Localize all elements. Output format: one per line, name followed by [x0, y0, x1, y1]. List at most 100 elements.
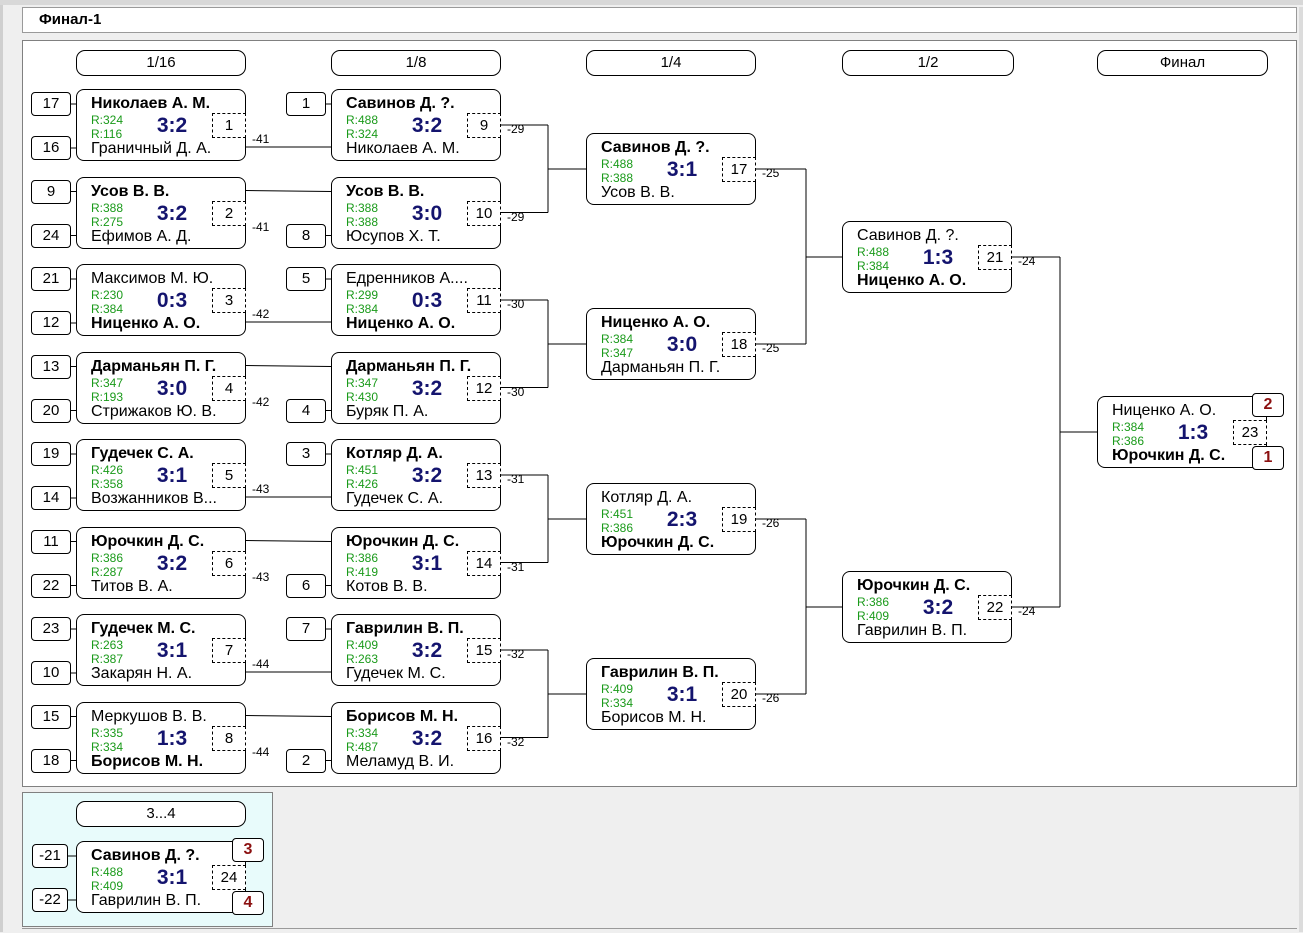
player-bottom-rating: R:387: [91, 652, 124, 666]
window-left-edge: [0, 5, 3, 932]
player-bottom-rating: R:263: [346, 652, 379, 666]
seed-number: 12: [31, 311, 71, 335]
player-top-name: Гаврилин В. П.: [601, 664, 719, 681]
seed-number: 17: [31, 92, 71, 116]
player-top-name: Савинов Д. ?.: [346, 95, 455, 112]
player-bottom-name: Котов В. В.: [346, 577, 428, 595]
player-bottom-name: Буряк П. А.: [346, 402, 429, 420]
player-bottom-rating: R:487: [346, 739, 379, 754]
loser-destination-label: -26: [762, 691, 780, 705]
seed-number: 18: [31, 748, 71, 773]
seed-number: 9: [31, 179, 71, 204]
player-bottom-name: Юрочкин Д. С.: [601, 534, 715, 551]
group-title-bar: Финал-1: [22, 7, 1297, 33]
match-score: 3:2: [411, 639, 443, 662]
loser-destination-label: -43: [252, 569, 270, 584]
match-score: 3:2: [156, 201, 188, 225]
player-top-name: Котляр Д. А.: [346, 445, 443, 462]
player-bottom-name: Граничный Д. А.: [91, 140, 212, 157]
loser-destination-label: -32: [507, 734, 525, 749]
match-number: 18: [722, 332, 756, 357]
player-top-rating: R:409: [601, 682, 634, 696]
loser-destination-label: -31: [507, 472, 525, 486]
loser-destination-label: -24: [1018, 254, 1036, 268]
player-top-name: Николаев А. М.: [91, 95, 211, 112]
page-title: Финал-1: [39, 11, 102, 28]
player-top-name: Ниценко А. О.: [601, 314, 711, 331]
match-score: 1:3: [922, 246, 954, 269]
loser-destination-label: -25: [762, 341, 780, 355]
player-bottom-name: Ниценко А. О.: [857, 272, 967, 289]
match-score: 3:2: [411, 464, 443, 487]
seed-number: 6: [286, 573, 326, 598]
match-number: 1: [212, 113, 246, 138]
match-number: 15: [467, 638, 501, 663]
match-number: 20: [722, 682, 756, 707]
seed-number: 21: [31, 267, 71, 291]
player-bottom-rating: R:275: [91, 214, 124, 229]
player-bottom-rating: R:334: [91, 739, 124, 754]
seed-number: 11: [31, 529, 71, 554]
player-top-rating: R:263: [91, 638, 124, 652]
loser-destination-label: -26: [762, 516, 780, 530]
match-number: 17: [722, 157, 756, 182]
player-bottom-rating: R:324: [346, 127, 379, 141]
player-top-rating: R:386: [346, 550, 379, 565]
match-score: 2:3: [666, 508, 698, 531]
place-badge-2: 2: [1252, 393, 1284, 417]
player-top-rating: R:488: [857, 245, 890, 259]
seed-number: 23: [31, 617, 71, 641]
match-number: 16: [467, 725, 501, 751]
player-top-name: Гаврилин В. П.: [346, 620, 464, 637]
vertical-scrollbar[interactable]: [1299, 7, 1303, 932]
player-top-rating: R:347: [346, 375, 379, 390]
loser-destination-label: -25: [762, 166, 780, 180]
player-top-rating: R:386: [857, 595, 890, 609]
match-score: 3:1: [666, 683, 698, 706]
player-top-name: Усов В. В.: [91, 182, 170, 200]
match-score: 3:2: [411, 114, 443, 137]
seed-number: 19: [31, 442, 71, 466]
match-score: 3:2: [922, 596, 954, 619]
loser-destination-label: -41: [252, 132, 270, 146]
loser-destination-label: -29: [507, 122, 525, 136]
advance-connector: [245, 540, 332, 542]
seed-number: 20: [31, 398, 71, 423]
loser-destination-label: -24: [1018, 604, 1036, 618]
match-score: 1:3: [1177, 421, 1209, 444]
player-bottom-rating: R:419: [346, 564, 379, 579]
seed-number: 16: [31, 136, 71, 160]
player-bottom-name: Борисов М. Н.: [601, 709, 707, 726]
player-top-name: Максимов М. Ю.: [91, 270, 214, 287]
player-top-rating: R:488: [346, 113, 379, 127]
player-bottom-name: Борисов М. Н.: [91, 752, 204, 770]
player-top-rating: R:388: [91, 200, 124, 215]
player-bottom-name: Дарманьян П. Г.: [601, 359, 721, 376]
loser-destination-label: -29: [507, 209, 525, 224]
